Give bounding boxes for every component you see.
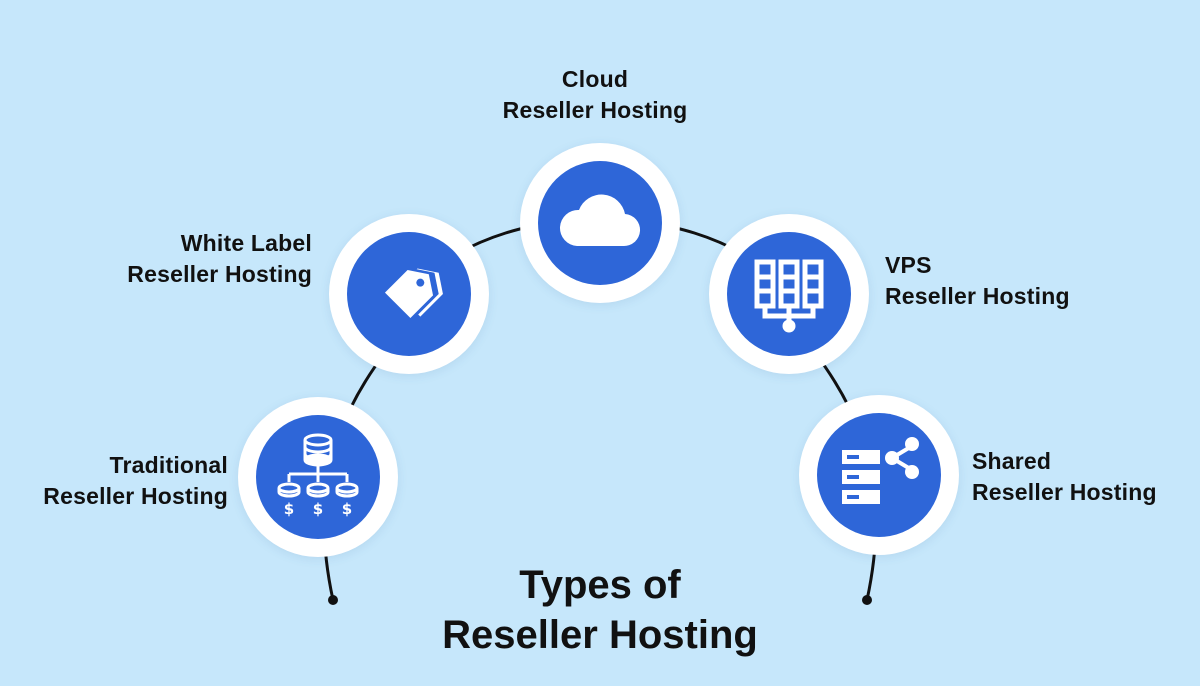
label-vps-line1: VPS	[885, 252, 932, 278]
label-cloud-line1: Cloud	[561, 66, 629, 92]
arc-end-dot-left	[328, 595, 338, 605]
label-white-label-line2: Reseller Hosting	[127, 261, 312, 287]
label-cloud: Cloud Reseller Hosting	[470, 64, 720, 126]
label-traditional-line2: Reseller Hosting	[43, 483, 228, 509]
price-tags-icon	[384, 268, 443, 319]
svg-text:$: $	[313, 500, 323, 518]
label-shared-line1: Shared	[972, 448, 1052, 474]
svg-text:$: $	[284, 500, 294, 518]
diagram-title-line1: Types of	[519, 563, 681, 607]
node-vps	[709, 214, 869, 374]
arc-end-dot-right	[862, 595, 872, 605]
node-cloud	[520, 143, 680, 303]
node-shared	[799, 395, 959, 555]
node-white-label	[329, 214, 489, 374]
node-traditional: $ $ $	[238, 397, 398, 557]
cloud-icon	[559, 194, 641, 247]
shared-server-icon	[842, 437, 919, 504]
label-shared: Shared Reseller Hosting	[972, 446, 1197, 508]
server-rack-icon	[754, 259, 824, 333]
svg-text:$: $	[342, 500, 352, 518]
label-white-label-line1: White Label	[180, 230, 312, 256]
label-traditional-line1: Traditional	[109, 452, 228, 478]
label-cloud-line2: Reseller Hosting	[502, 97, 688, 123]
label-vps-line2: Reseller Hosting	[885, 283, 1070, 309]
label-vps: VPS Reseller Hosting	[885, 250, 1145, 312]
label-white-label: White Label Reseller Hosting	[60, 228, 312, 290]
label-shared-line2: Reseller Hosting	[972, 479, 1157, 505]
diagram-title-line2: Reseller Hosting	[442, 613, 758, 657]
label-traditional: Traditional Reseller Hosting	[0, 450, 228, 512]
database-distribution-icon: $ $ $	[277, 433, 359, 518]
diagram-title: Types of Reseller Hosting	[380, 560, 820, 660]
